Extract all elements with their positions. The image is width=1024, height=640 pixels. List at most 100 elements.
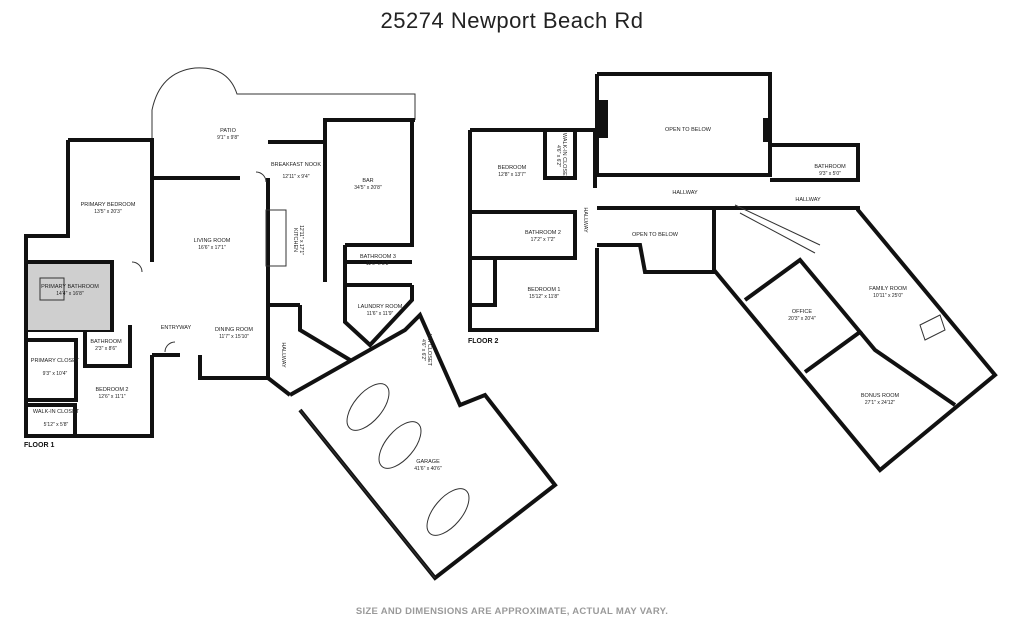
bath2-f2-walls	[470, 210, 577, 260]
room-hallway-f2-right: HALLWAY	[795, 197, 821, 203]
walkin-f2-walls	[543, 130, 577, 180]
room-bathroom-f1: BATHROOM 2'3" x 8'6"	[90, 339, 122, 352]
room-hallway-f2: HALLWAY	[672, 190, 698, 196]
room-patio: PATIO 9'1" x 9'8"	[217, 128, 239, 141]
bathroom-f1-dims: 2'3" x 8'6"	[95, 346, 117, 352]
walkin-walls	[26, 403, 77, 436]
floor-1-plan	[24, 67, 558, 581]
hallway-walls	[266, 305, 352, 397]
room-family: FAMILY ROOM 10'11" x 25'0"	[869, 286, 907, 299]
room-primary-closet: PRIMARY CLOSET 9'3" x 10'4"	[31, 358, 80, 377]
patio-name: PATIO	[220, 128, 236, 134]
bedroom1-f2-walls	[470, 258, 497, 307]
breakfast-nook-name: BREAKFAST NOOK	[271, 162, 321, 168]
family-room-divider	[858, 330, 957, 407]
room-bathroom-f2: BATHROOM 9'3" x 5'0"	[814, 164, 846, 177]
bar-walls	[323, 120, 414, 322]
bedroom1-f2-dims: 15'12" x 11'8"	[529, 294, 559, 300]
living-room-name: LIVING ROOM	[194, 238, 231, 244]
car-1	[346, 383, 390, 431]
closet-walls	[26, 338, 78, 402]
bonus-name: BONUS ROOM	[861, 393, 900, 399]
floor-2-plan	[468, 72, 998, 473]
bedroom1-f2-name: BEDROOM 1	[527, 287, 560, 293]
family-name: FAMILY ROOM	[869, 286, 907, 292]
primary-bedroom-name: PRIMARY BEDROOM	[81, 202, 136, 208]
room-breakfast-nook: BREAKFAST NOOK 12'11" x 9'4"	[271, 162, 321, 180]
bar-name: BAR	[362, 178, 373, 184]
walkin-f1-name: WALK-IN CLOSET	[33, 409, 80, 415]
walkin-small-dims: 4'6" x 6'2"	[420, 339, 426, 361]
kitchen-dims: 12'11" x 17'1"	[298, 225, 304, 255]
bathroom-f2-name: BATHROOM	[814, 164, 846, 170]
entry-dining-walls	[152, 305, 270, 380]
garage-walls	[289, 311, 558, 581]
living-room-dims: 16'6" x 17'1"	[198, 245, 226, 251]
primary-bathroom-dims: 14'4" x 16'8"	[56, 291, 84, 297]
room-entryway: ENTRYWAY	[161, 325, 192, 331]
bedroom-f2-name: BEDROOM	[498, 165, 527, 171]
room-walkin-f1: WALK-IN CLOSET 5'12" x 5'8"	[33, 409, 80, 428]
primary-bathroom-name: PRIMARY BATHROOM	[41, 284, 99, 290]
entryway-name: ENTRYWAY	[161, 325, 192, 331]
room-hallway-f1: HALLWAY	[280, 342, 286, 368]
room-dining: DINING ROOM 11'7" x 15'10"	[215, 327, 253, 340]
open-below-top-walls	[595, 72, 772, 177]
bathroom-f2-dims: 9'3" x 5'0"	[819, 171, 841, 177]
room-garage: GARAGE 41'6" x 40'6"	[414, 459, 442, 472]
room-open-below-mid: OPEN TO BELOW	[632, 232, 679, 238]
walkin-small-name: W/I CLOSET	[426, 334, 432, 366]
room-bath2-f2: BATHROOM 2 17'2" x 7'2"	[525, 230, 561, 243]
bathroom3-dims: 11'6" x 5'3"	[366, 261, 390, 267]
room-walkin-small: W/I CLOSET 4'6" x 6'2"	[420, 334, 432, 366]
plan-title: 25274 Newport Beach Rd	[380, 8, 644, 33]
room-primary-bathroom: PRIMARY BATHROOM 14'4" x 16'8"	[41, 284, 99, 297]
room-bonus: BONUS ROOM 27'1" x 24'12"	[861, 393, 900, 406]
dining-name: DINING ROOM	[215, 327, 253, 333]
bedroom2-f1-dims: 12'6" x 11'1"	[98, 394, 125, 400]
bathroom3-name: BATHROOM 3	[360, 254, 396, 260]
breakfast-nook-dims: 12'11" x 9'4"	[282, 174, 309, 180]
room-walkin-f2: WALK-IN CLOSET 4'6" x 6'2"	[555, 133, 567, 180]
room-bar: BAR 34'5" x 20'8"	[354, 178, 382, 191]
dining-dims: 11'7" x 15'10"	[219, 334, 249, 340]
floor-2-label: FLOOR 2	[468, 338, 498, 345]
walkin-f1-dims: 5'12" x 5'8"	[44, 422, 69, 428]
hallway-f2-vertical-name: HALLWAY	[582, 207, 588, 233]
bathroom-f1-name: BATHROOM	[90, 339, 122, 345]
garage-name: GARAGE	[416, 459, 440, 465]
office-name: OFFICE	[792, 309, 812, 315]
office-walls	[743, 257, 863, 374]
hallway-f2-name: HALLWAY	[672, 190, 698, 196]
kitchen-island	[265, 209, 287, 267]
room-kitchen: KITCHEN 12'11" x 17'1"	[292, 225, 304, 255]
room-living-room: LIVING ROOM 16'6" x 17'1"	[194, 238, 231, 251]
open-below-mid-name: OPEN TO BELOW	[632, 232, 679, 238]
room-bedroom2-f1: BEDROOM 2 12'6" x 11'1"	[95, 387, 128, 400]
laundry-name: LAUNDRY ROOM	[358, 304, 403, 310]
laundry-dims: 11'6" x 11'9"	[367, 311, 394, 317]
bar-dims: 34'5" x 20'8"	[354, 185, 382, 191]
kitchen-name: KITCHEN	[292, 228, 298, 252]
bedroom2-f1-name: BEDROOM 2	[95, 387, 128, 393]
walkin-f2-name: WALK-IN CLOSET	[561, 133, 567, 180]
left-exterior-wall	[24, 140, 154, 438]
room-open-below-top: OPEN TO BELOW	[665, 127, 712, 133]
primary-closet-dims: 9'3" x 10'4"	[43, 371, 68, 377]
primary-bedroom-walls	[68, 138, 154, 262]
hallway-f1-name: HALLWAY	[280, 342, 286, 368]
room-bedroom1-f2: BEDROOM 1 15'12" x 11'8"	[527, 287, 560, 300]
primary-bedroom-dims: 13'5" x 20'3"	[94, 209, 122, 215]
room-laundry: LAUNDRY ROOM 11'6" x 11'9"	[358, 304, 403, 317]
patio-outline	[151, 67, 416, 140]
car-2	[378, 421, 422, 469]
room-primary-bedroom: PRIMARY BEDROOM 13'5" x 20'3"	[81, 202, 136, 215]
right-wing-walls	[712, 206, 998, 473]
hallway-f2-right-name: HALLWAY	[795, 197, 821, 203]
room-bedroom-f2: BEDROOM 12'8" x 13'7"	[498, 165, 527, 178]
bonus-dims: 27'1" x 24'12"	[865, 400, 895, 406]
hallway-f2-walls	[597, 206, 716, 274]
office-dims: 20'3" x 20'4"	[788, 316, 816, 322]
laundry-walls	[343, 285, 414, 348]
